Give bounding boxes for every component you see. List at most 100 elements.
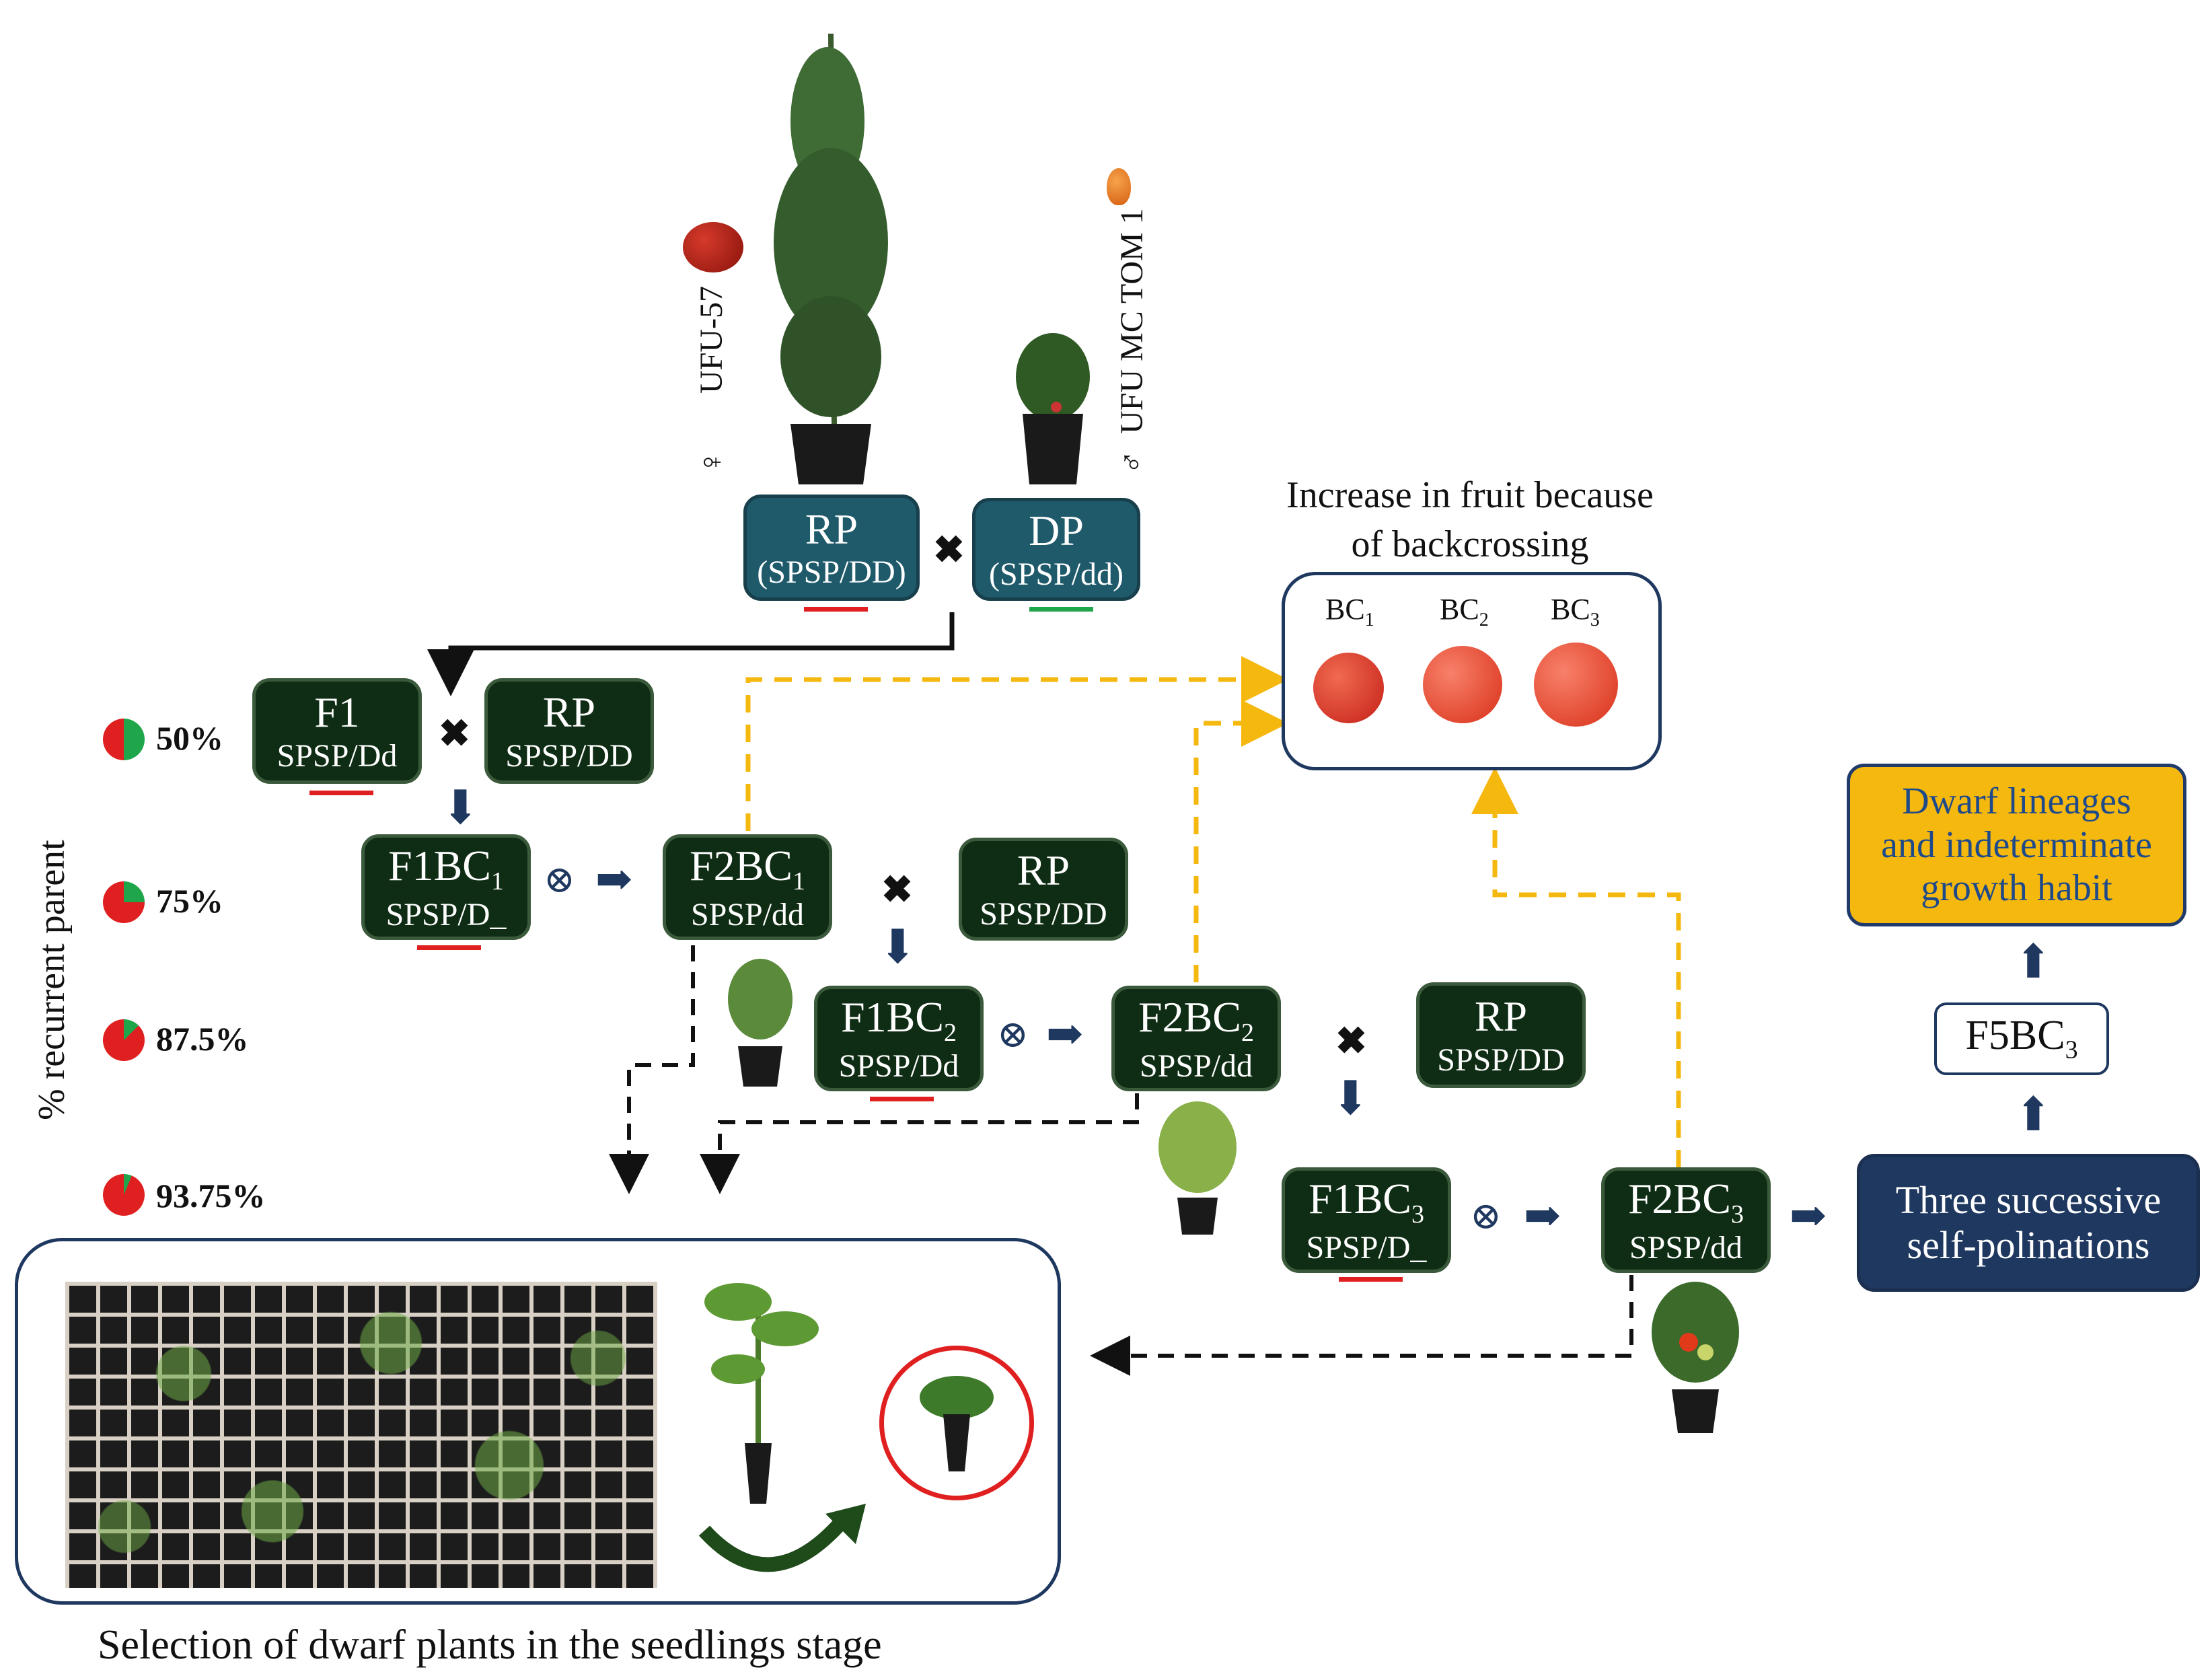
f1bc3-underline xyxy=(1339,1277,1403,1282)
f2bc2-genotype: SPSP/dd xyxy=(1139,1048,1253,1085)
f1-cross-symbol: ✖ xyxy=(439,713,470,755)
f2bc2-box: F2BC2 SPSP/dd xyxy=(1111,986,1281,1091)
right-arrow-4: ➡ xyxy=(1790,1192,1827,1241)
rp-parent-box: RP (SPSP/DD) xyxy=(743,495,920,601)
f2bc1-plant-image xyxy=(723,952,797,1087)
f2bc3-to-selection-line xyxy=(1090,1275,1633,1376)
down-arrow-3: ⬇ xyxy=(1331,1073,1370,1125)
f2bc1-box: F2BC1 SPSP/dd xyxy=(663,834,832,940)
f1-box: F1 SPSP/Dd xyxy=(252,678,422,784)
right-arrow-3: ➡ xyxy=(1524,1192,1561,1241)
f2bc3-box: F2BC3 SPSP/dd xyxy=(1601,1167,1771,1273)
f1bc3-genotype: SPSP/D_ xyxy=(1306,1230,1427,1266)
f2bc3-to-fruit-line xyxy=(1471,767,1681,1167)
rp1-name: RP xyxy=(542,688,596,737)
f2bc1-name: F2BC1 xyxy=(690,841,805,896)
pie-93-75 xyxy=(103,1174,145,1216)
rp2-name: RP xyxy=(1017,846,1070,895)
male-parent-name: UFU MC TOM 1 xyxy=(1114,208,1150,434)
female-symbol: ♀ xyxy=(694,450,729,474)
female-parent-name: UFU-57 xyxy=(694,285,729,394)
f1bc3-name: F1BC3 xyxy=(1309,1174,1424,1229)
f5bc3-label: F5BC3 xyxy=(1965,1013,2078,1064)
f2bc3-plant-image xyxy=(1642,1278,1749,1433)
f2bc2-to-selection-line xyxy=(700,1093,1139,1194)
down-arrow-2: ⬇ xyxy=(878,922,918,974)
rp1-genotype: SPSP/DD xyxy=(505,737,633,774)
fruit-bc2-icon xyxy=(1423,646,1502,723)
selected-dwarf-seedling-circle xyxy=(879,1346,1034,1500)
tall-tomato-plant-image xyxy=(750,20,905,484)
recurrent-parent-axis-label: % recurrent parent xyxy=(31,840,73,1120)
self-pollination-box: Three successive self-polinations xyxy=(1857,1154,2200,1292)
self-symbol-2: ⊗ xyxy=(997,1014,1029,1056)
f1-underline xyxy=(309,791,373,795)
dwarf-tomato-plant-image xyxy=(1009,330,1097,484)
dwarf-lineages-line3: growth habit xyxy=(1921,867,2112,910)
f1bc2-name: F1BC2 xyxy=(841,992,957,1047)
pie-75 xyxy=(103,881,145,923)
dwarf-lineages-line1: Dwarf lineages xyxy=(1902,780,2131,823)
rp3-name: RP xyxy=(1474,992,1528,1041)
dp-parent-box: DP (SPSP/dd) xyxy=(972,498,1140,601)
rp3-box: RP SPSP/DD xyxy=(1416,982,1586,1088)
self-pollination-line2: self-polinations xyxy=(1907,1222,2150,1267)
f2bc1-genotype: SPSP/dd xyxy=(690,897,805,933)
fruit-panel: BC1 BC2 BC3 xyxy=(1282,572,1662,770)
male-parent-label: ♂ UFU MC TOM 1 xyxy=(1113,208,1150,474)
f1bc2-genotype: SPSP/Dd xyxy=(838,1048,959,1085)
f2bc2-name: F2BC2 xyxy=(1138,992,1254,1047)
f2bc2-plant-image xyxy=(1154,1097,1241,1235)
f1-name: F1 xyxy=(314,688,360,737)
orange-tomato-fruit-icon xyxy=(1107,168,1131,205)
f2bc1-to-fruit-line xyxy=(745,656,1288,831)
down-arrow-1: ⬇ xyxy=(441,782,480,834)
tall-seedling-image xyxy=(691,1262,825,1504)
fruit-panel-title: Increase in fruit because of backcrossin… xyxy=(1265,471,1675,569)
f2bc1-cross-symbol: ✖ xyxy=(881,869,913,911)
seedling-tray-image xyxy=(65,1282,657,1588)
f1bc1-name: F1BC1 xyxy=(388,841,504,896)
female-parent-label: ♀ UFU-57 xyxy=(693,272,733,474)
male-symbol: ♂ xyxy=(1114,450,1150,474)
f1-genotype: SPSP/Dd xyxy=(277,737,398,774)
self-symbol-3: ⊗ xyxy=(1470,1196,1502,1237)
self-pollination-line1: Three successive xyxy=(1895,1177,2162,1222)
f2bc3-name: F2BC3 xyxy=(1628,1174,1744,1229)
seedling-foliage xyxy=(65,1282,657,1588)
f1bc1-underline xyxy=(417,945,481,950)
fruit-label-bc2: BC2 xyxy=(1440,593,1489,630)
dp-parent-label: DP xyxy=(1029,507,1084,555)
fruit-label-bc1: BC1 xyxy=(1325,593,1374,630)
fruit-panel-title-line2: of backcrossing xyxy=(1351,523,1589,565)
dwarf-lineages-line2: and indeterminate xyxy=(1881,824,2152,866)
rp-parent-label: RP xyxy=(805,505,858,553)
fruit-bc1-icon xyxy=(1313,653,1384,723)
pie-87-5 xyxy=(103,1019,145,1061)
rp2-genotype: SPSP/DD xyxy=(980,896,1107,932)
f1bc2-box: F1BC2 SPSP/Dd xyxy=(814,986,984,1091)
rp2-box: RP SPSP/DD xyxy=(959,838,1128,941)
f1bc1-box: F1BC1 SPSP/D_ xyxy=(361,834,531,940)
fruit-label-bc3: BC3 xyxy=(1551,593,1600,630)
dp-parent-underline xyxy=(1029,607,1093,612)
dwarf-lineages-box: Dwarf lineages and indeterminate growth … xyxy=(1847,764,2186,926)
seedling-selection-panel xyxy=(15,1238,1061,1605)
percentage-93-75: 93.75% xyxy=(156,1177,266,1214)
fruit-bc3-icon xyxy=(1534,643,1618,727)
rp-parent-genotype: (SPSP/DD) xyxy=(757,554,906,591)
f1bc1-genotype: SPSP/D_ xyxy=(385,897,507,933)
fruit-panel-title-line1: Increase in fruit because xyxy=(1286,474,1654,516)
up-arrow-1: ⬆ xyxy=(2014,1089,2053,1141)
f1bc2-underline xyxy=(870,1097,934,1101)
curved-selection-arrow-icon xyxy=(691,1490,879,1598)
rp3-genotype: SPSP/DD xyxy=(1437,1042,1565,1078)
f2bc1-to-selection-line xyxy=(609,945,695,1194)
f1bc3-box: F1BC3 SPSP/D_ xyxy=(1282,1167,1451,1273)
f2bc3-genotype: SPSP/dd xyxy=(1629,1230,1743,1266)
rp1-box: RP SPSP/DD xyxy=(484,678,654,784)
percentage-50: 50% xyxy=(156,719,223,757)
parents-to-f1-line xyxy=(427,612,955,696)
red-tomato-fruit-icon xyxy=(683,222,743,272)
